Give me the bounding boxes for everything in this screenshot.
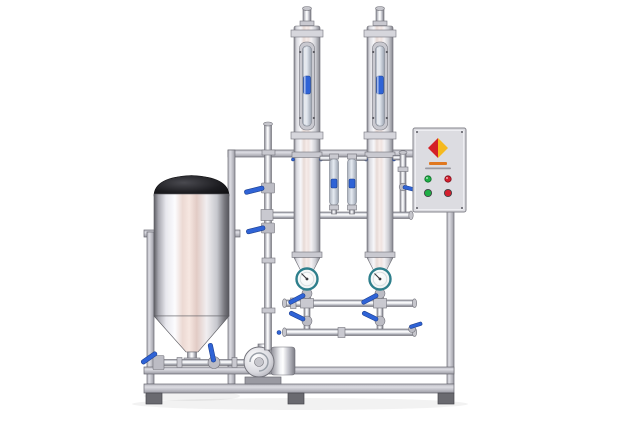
manifold-ball-valve-left xyxy=(276,330,282,335)
column2-butterfly-handle xyxy=(361,293,379,305)
gauge2-hub xyxy=(378,277,382,281)
membrane-column-2 xyxy=(356,6,402,309)
drop-valve-2-handle xyxy=(361,310,379,322)
rotameter2-bottom-fitting xyxy=(347,204,357,211)
rotameter2-top-fitting xyxy=(347,153,357,160)
column1-side-stub xyxy=(319,155,331,161)
tank-cone xyxy=(153,315,230,353)
pump-spiral xyxy=(249,352,269,372)
column2-glass-highlight xyxy=(377,48,379,124)
suction-line xyxy=(140,343,248,370)
manifold-lower xyxy=(283,328,416,336)
panel-screws xyxy=(416,131,463,209)
control-panel xyxy=(412,127,467,213)
column2-flange-mid xyxy=(363,131,397,140)
standpipe-clamp-2 xyxy=(261,257,276,264)
rotameter1-top-fitting xyxy=(329,153,339,160)
indicator-highlight-1 xyxy=(426,177,428,179)
membrane-column-1 xyxy=(288,6,331,309)
manifold-end-valve-handle xyxy=(409,321,423,329)
indicator-highlight-2 xyxy=(446,177,448,179)
rotameter1-bottom-fitting xyxy=(329,204,339,211)
drop-valve-1-handle xyxy=(288,310,306,322)
column1-glass-highlight xyxy=(304,48,306,124)
rotameter2-down-stub xyxy=(349,209,355,215)
sample-cap xyxy=(398,150,408,155)
frame-base-beam xyxy=(143,383,455,394)
standpipe xyxy=(264,123,272,351)
column1-flange-top xyxy=(290,29,324,38)
column1-neck-clamp xyxy=(299,20,315,26)
panel-logo xyxy=(428,138,448,158)
suction-butterfly-handle xyxy=(207,343,216,363)
panel-logo-right xyxy=(438,138,448,158)
indicator-green-top xyxy=(424,175,432,183)
manifold-upper-cap-right xyxy=(411,298,417,308)
column1-flange-mid xyxy=(290,131,324,140)
standpipe-valve-1-handle xyxy=(244,185,265,195)
gauge1-dial-ring xyxy=(299,271,315,287)
pressure-gauge-2 xyxy=(368,267,392,291)
feed-pump xyxy=(243,343,296,385)
standpipe-cap xyxy=(263,121,273,127)
distribution-end-cap xyxy=(408,210,414,221)
tank-dome xyxy=(153,175,230,197)
standpipe-clamp-1 xyxy=(261,149,276,156)
frame-bottom-rail xyxy=(143,366,455,375)
manifold-lower-cap-left xyxy=(281,327,287,337)
column2-bottom-clamp xyxy=(373,298,387,309)
rotameter2-float xyxy=(348,178,356,189)
standpipe-clamp-3 xyxy=(261,307,276,314)
rotameter-2 xyxy=(347,153,357,215)
column2-neck-clamp xyxy=(372,20,388,26)
lower-manifolds xyxy=(276,297,423,338)
indicator-green-bottom xyxy=(423,188,433,198)
pump-hub xyxy=(254,357,264,367)
drain-valve-handle xyxy=(140,351,158,365)
column1-top-cap xyxy=(302,6,312,11)
column2-side-stub-left xyxy=(356,155,368,161)
pressure-gauge-1 xyxy=(295,267,319,291)
panel-subtext xyxy=(425,167,451,170)
suction-clamp-1 xyxy=(176,357,183,368)
gauge1-hub xyxy=(305,277,309,281)
suction-clamp-2 xyxy=(231,357,238,368)
distribution-tee-left xyxy=(260,209,274,221)
sample-clamp xyxy=(397,166,409,172)
manifold-union-clamp xyxy=(337,327,346,338)
column2-clamp-band xyxy=(364,151,396,158)
tank-shell xyxy=(153,193,230,317)
sample-pipe xyxy=(399,151,407,213)
panel-indicator-lights xyxy=(423,175,453,198)
pump-base xyxy=(244,376,282,385)
column1-bottom-clamp xyxy=(300,298,314,309)
manifold-upper-cap-left xyxy=(281,298,287,308)
column1-clamp-low xyxy=(291,251,323,258)
column1-clamp-nut-l xyxy=(291,157,295,162)
drain-valve-body xyxy=(152,355,165,370)
column1-butterfly-handle xyxy=(288,293,306,305)
feed-standpipe xyxy=(244,121,276,351)
indicator-red-top xyxy=(444,175,452,183)
panel-brand-text xyxy=(429,162,447,165)
column2-bolts xyxy=(372,50,388,120)
rotameter1-float xyxy=(330,178,338,189)
rotameter-1 xyxy=(329,153,339,215)
column1-bolts xyxy=(299,50,315,120)
gauge2-dial-ring xyxy=(372,271,388,287)
rotameter1-down-stub xyxy=(331,209,337,215)
column2-top-cap xyxy=(375,6,385,11)
standpipe-valve-2-handle xyxy=(246,225,266,235)
panel-logo-left xyxy=(428,138,438,158)
panel-inner-bevel xyxy=(415,130,464,210)
indicator-red-bottom xyxy=(443,188,453,198)
column1-clamp-band xyxy=(291,151,323,158)
pump-motor xyxy=(270,346,296,376)
feed-tank xyxy=(153,175,230,363)
frame-feet xyxy=(145,392,455,405)
column2-flange-top xyxy=(363,29,397,38)
column2-clamp-low xyxy=(364,251,396,258)
